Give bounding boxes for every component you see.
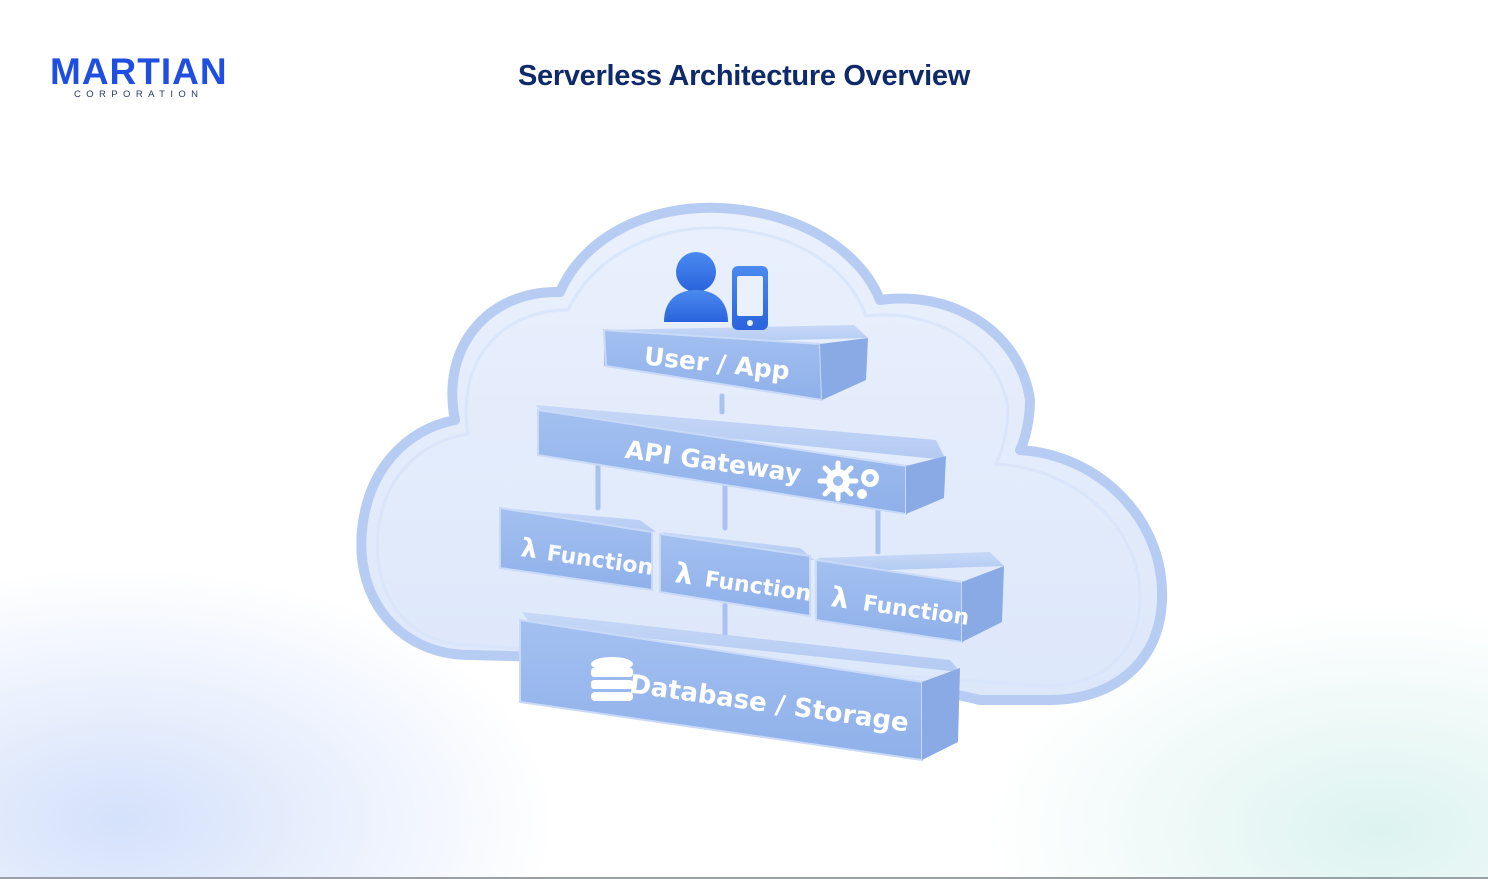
connector-lines	[595, 393, 881, 643]
user-app-block: User / App	[602, 325, 868, 402]
lambda-icon: λ	[829, 580, 851, 615]
lambda-icon: λ	[673, 556, 695, 591]
company-logo: MARTIAN CORPORATION	[50, 52, 250, 102]
user-icon	[664, 252, 728, 322]
function-block-2: λ Function	[659, 532, 814, 618]
function-block-1: λ Function	[499, 506, 656, 592]
logo-wordmark: MARTIAN	[50, 51, 228, 92]
smartphone-icon	[732, 266, 768, 330]
page-title: Serverless Architecture Overview	[518, 60, 970, 92]
gears-icon	[817, 460, 879, 502]
database-icon	[591, 657, 633, 701]
bottom-divider	[0, 877, 1488, 879]
logo-subtitle: CORPORATION	[74, 89, 204, 100]
function-block-3: λ Function	[815, 552, 1004, 644]
lambda-icon: λ	[519, 533, 539, 565]
